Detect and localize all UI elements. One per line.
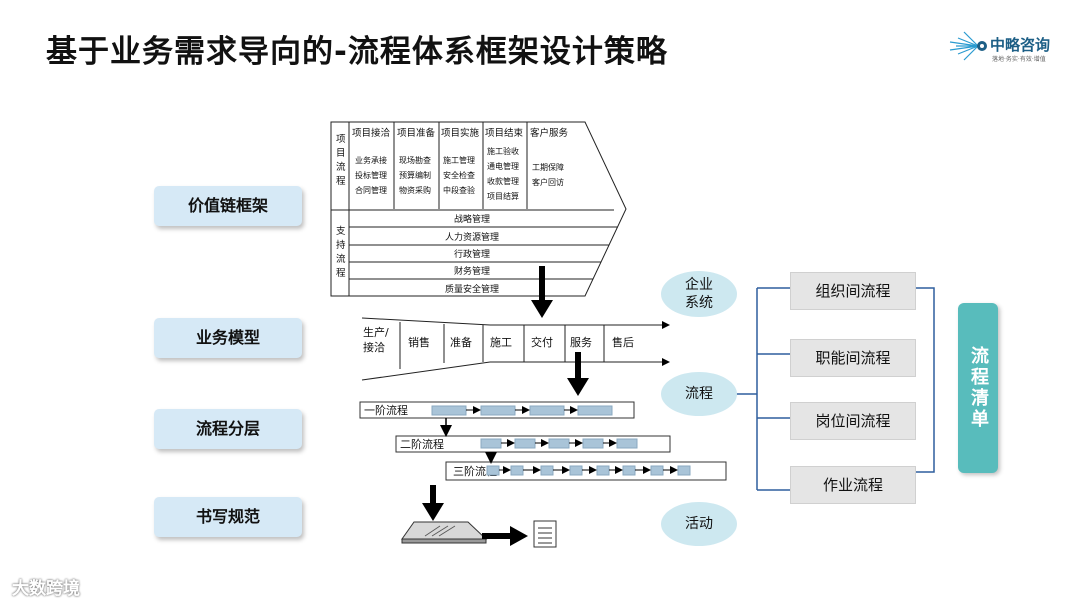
process-layering-button[interactable]: 流程分层 (154, 409, 302, 449)
stage-label: 施工 (490, 336, 512, 349)
brand-name: 中略咨询 (990, 36, 1051, 54)
col-header: 客户服务 (530, 127, 569, 139)
level-label: 二阶流程 (400, 437, 444, 451)
document-icon (533, 520, 557, 548)
down-arrow-icon (422, 485, 444, 521)
value-chain-diagram (330, 121, 627, 297)
col-item: 合同管理 (355, 185, 387, 195)
right-arrow-icon (482, 526, 528, 546)
connector-lines (736, 287, 935, 491)
col-item: 预算编制 (399, 170, 431, 180)
burst-icon (949, 31, 987, 61)
writing-standard-button[interactable]: 书写规范 (154, 497, 302, 537)
support-row: 行政管理 (454, 248, 490, 260)
support-row: 战略管理 (454, 213, 490, 225)
support-rows: 战略管理 人力资源管理 行政管理 财务管理 质量安全管理 (445, 213, 499, 295)
support-row: 财务管理 (454, 265, 490, 277)
svg-text:流: 流 (336, 161, 346, 173)
col-header: 项目接洽 (352, 127, 391, 139)
process-list-box[interactable]: 流程清单 (958, 303, 998, 473)
col-item: 施工验收 (487, 146, 519, 156)
support-row: 质量安全管理 (445, 283, 499, 295)
brand-logo: 中略咨询 落地·务实·有效·增值 (946, 26, 1070, 66)
col-item: 收款管理 (487, 176, 519, 186)
level-label: 三阶流程 (453, 464, 497, 478)
operation-process-box: 作业流程 (790, 466, 916, 504)
value-chain-button[interactable]: 价值链框架 (154, 186, 302, 226)
col-item: 现场勘查 (399, 155, 431, 165)
col-item: 安全检查 (443, 170, 475, 180)
col-item: 物资采购 (399, 185, 431, 195)
stage-label: 交付 (531, 335, 553, 349)
col-item: 客户回访 (532, 177, 564, 187)
value-chain-columns: 项目接洽 业务承接 投标管理 合同管理 项目准备 现场勘查 预算编制 物资采购 … (352, 127, 569, 201)
stage-label: 准备 (450, 335, 472, 349)
col-item: 施工管理 (443, 155, 475, 165)
inter-org-process-box: 组织间流程 (790, 272, 916, 310)
inter-position-process-box: 岗位间流程 (790, 402, 916, 440)
business-model-button[interactable]: 业务模型 (154, 318, 302, 358)
level-label: 一阶流程 (364, 403, 408, 417)
writing-pad-icon (401, 521, 488, 544)
inter-function-process-box: 职能间流程 (790, 339, 916, 377)
col-header: 项目结束 (485, 127, 524, 139)
stage-label: 服务 (570, 336, 592, 349)
activity-oval: 活动 (661, 502, 737, 546)
main-process-label: 项 (336, 134, 346, 145)
brand-tagline: 落地·务实·有效·增值 (992, 56, 1046, 63)
process-levels-diagram: 一阶流程 二阶流程 三阶流程 (359, 401, 727, 481)
svg-text:持: 持 (336, 239, 346, 251)
support-process-label: 支 (336, 225, 346, 237)
col-header: 项目准备 (397, 127, 436, 139)
down-arrow-icon (531, 266, 553, 318)
col-item: 中段查验 (443, 185, 475, 195)
col-item: 项目结算 (487, 191, 519, 201)
process-oval: 流程 (661, 372, 737, 416)
col-item: 通电管理 (487, 161, 519, 171)
support-row: 人力资源管理 (445, 231, 499, 243)
col-item: 业务承接 (355, 155, 387, 165)
stage-label: 接洽 (363, 341, 385, 354)
footer-logo: 大数跨境 (12, 579, 80, 599)
down-arrow-icon (567, 352, 589, 396)
stage-label: 售后 (612, 335, 634, 349)
col-item: 投标管理 (355, 170, 387, 180)
col-header: 项目实施 (441, 127, 480, 139)
business-model-diagram: 生产/ 接洽 销售 准备 施工 交付 服务 售后 (361, 317, 670, 381)
svg-text:目: 目 (336, 148, 346, 159)
svg-text:流: 流 (336, 253, 346, 265)
col-item: 工期保障 (532, 162, 564, 172)
svg-text:程: 程 (336, 268, 346, 279)
enterprise-system-oval: 企业 系统 (661, 271, 737, 317)
stage-label: 生产/ (363, 325, 389, 339)
page-title: 基于业务需求导向的-流程体系框架设计策略 (46, 34, 668, 70)
svg-text:程: 程 (336, 176, 346, 187)
stage-label: 销售 (408, 335, 430, 349)
